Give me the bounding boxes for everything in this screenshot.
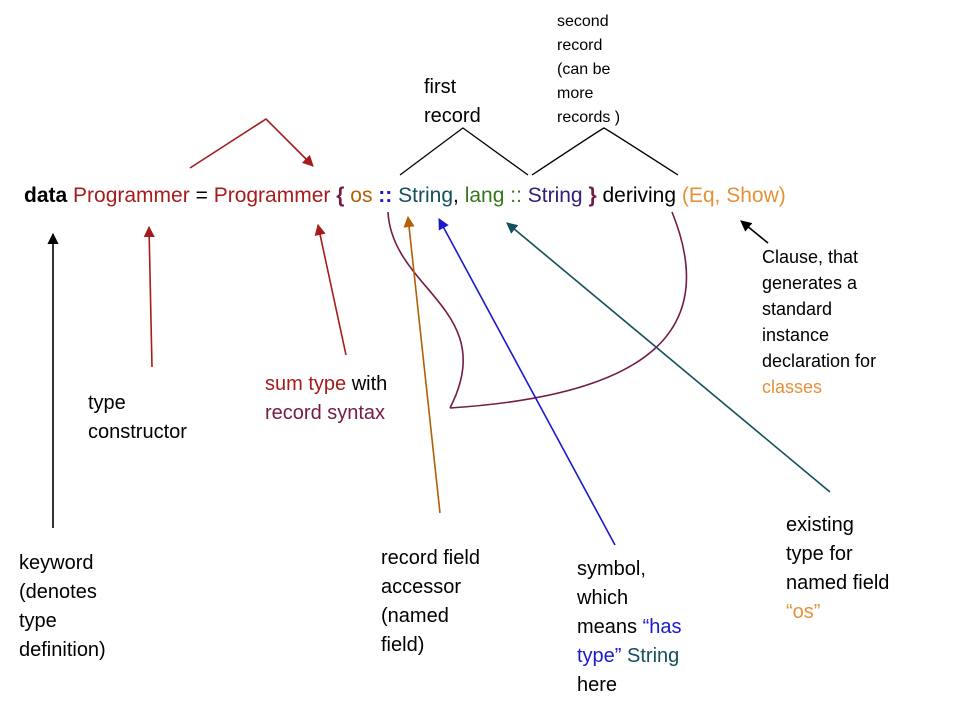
type-constructor-label: type constructor bbox=[88, 392, 187, 443]
sum-type-arrow bbox=[314, 223, 347, 356]
clause-arrow bbox=[740, 220, 769, 244]
equals-sign: = bbox=[195, 184, 208, 207]
record-syntax-curve-left bbox=[387, 211, 464, 409]
derived-classes: (Eq, Show) bbox=[681, 184, 786, 207]
open-brace: { bbox=[336, 184, 345, 207]
has-type-symbol-2: :: bbox=[510, 184, 522, 207]
symbol-arrow bbox=[438, 218, 616, 546]
second-record-label: second record (can be more records ) bbox=[557, 13, 621, 126]
close-brace: } bbox=[588, 184, 597, 207]
record-syntax-curve-right bbox=[449, 211, 688, 409]
existing-type-arrow bbox=[506, 222, 831, 493]
type-name: Programmer bbox=[73, 184, 190, 207]
symbol-label: symbol, which means “has type” String he… bbox=[577, 558, 682, 696]
field-comma: , bbox=[453, 184, 459, 207]
existing-type-label: existing type for named field “os” bbox=[786, 514, 890, 623]
second-record-brace bbox=[531, 127, 679, 176]
has-type-symbol-1: :: bbox=[378, 184, 393, 207]
code-line: data Programmer = Programmer { os :: Str… bbox=[24, 182, 786, 210]
first-record-label: first record bbox=[424, 76, 481, 127]
type-to-constructor-arrow bbox=[189, 117, 314, 169]
record-field-arrow bbox=[403, 215, 441, 514]
first-record-brace bbox=[399, 127, 529, 176]
clause-label: Clause, that generates a standard instan… bbox=[762, 247, 877, 397]
record-field-label: record field accessor (named field) bbox=[381, 547, 480, 656]
field-lang: lang bbox=[464, 184, 505, 207]
sum-type-label: sum type with record syntax bbox=[265, 373, 388, 424]
string-type-1: String bbox=[398, 184, 453, 207]
keyword-data: data bbox=[24, 184, 68, 207]
constructor-name: Programmer bbox=[213, 184, 331, 207]
string-type-2: String bbox=[527, 184, 583, 207]
keyword-label: keyword (denotes type definition) bbox=[19, 552, 106, 661]
type-constructor-arrow bbox=[143, 225, 155, 368]
field-os: os bbox=[350, 184, 373, 207]
keyword-deriving: deriving bbox=[602, 184, 677, 207]
